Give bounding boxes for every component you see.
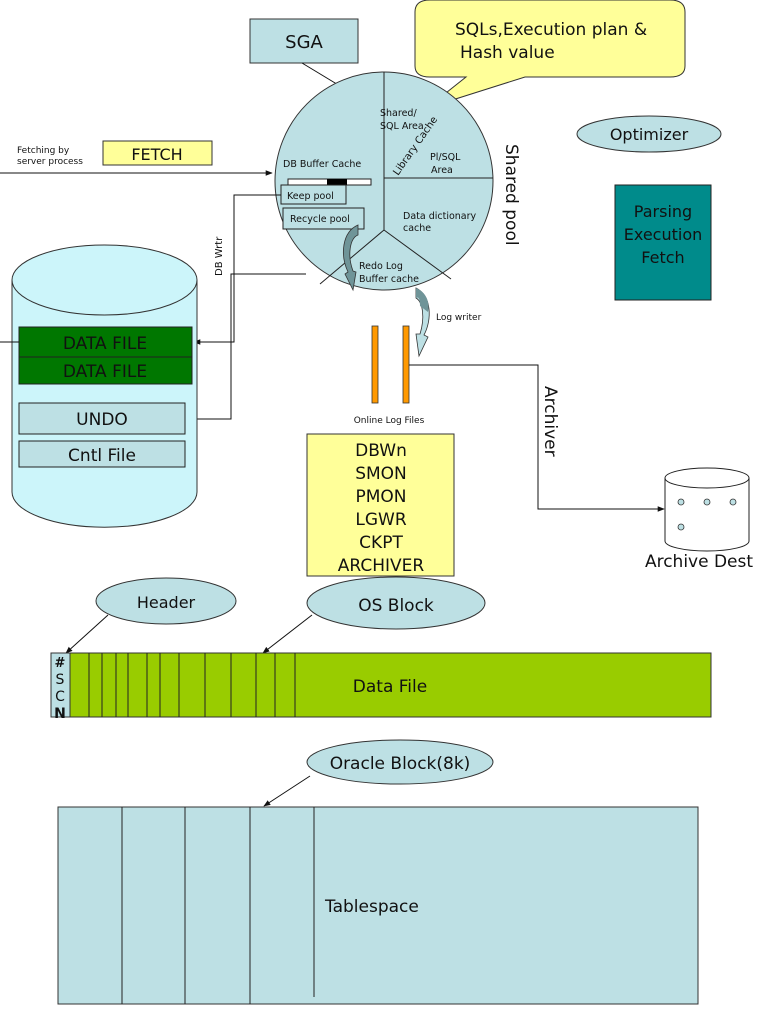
archive-dot (677, 523, 685, 531)
optimizer-label: Optimizer (610, 125, 689, 144)
archive-dot (703, 498, 711, 506)
sga-memory-circle: Shared/ SQL Area Library Cache Pl/SQL Ar… (274, 71, 494, 292)
header-label: Header (137, 593, 196, 612)
scn-header-cell (50, 652, 71, 718)
shared-pool-label: Shared pool (501, 144, 521, 246)
process-lgwr: LGWR (355, 510, 406, 530)
process-pmon: PMON (355, 487, 406, 507)
header-ellipse: Header (95, 577, 237, 625)
scn-char-1: # (55, 656, 66, 671)
process-dbwn: DBWn (355, 441, 407, 461)
process-smon: SMON (355, 464, 407, 484)
data-file-1-label: DATA FILE (63, 334, 147, 354)
control-file-label: Cntl File (68, 446, 136, 466)
background-processes-box: DBWn SMON PMON LGWR CKPT ARCHIVER (306, 433, 455, 577)
teal-line-2: Execution (624, 225, 703, 244)
shared-sql-line1: Shared/ (380, 108, 417, 119)
scn-char-4: N (54, 706, 66, 722)
fetch-box: FETCH (102, 140, 213, 166)
plsql-line1: Pl/SQL (430, 152, 461, 163)
dbwr-to-undo-connector (187, 273, 306, 422)
redo-line2: Buffer cache (359, 274, 419, 285)
oracle-block-label: Oracle Block(8k) (330, 754, 471, 774)
keep-pool-label: Keep pool (287, 191, 334, 202)
database-cylinder: DATA FILE DATA FILE UNDO Cntl File (11, 244, 198, 528)
online-log-file-2 (402, 325, 410, 404)
tablespace-label: Tablespace (324, 897, 419, 917)
undo-box (18, 402, 186, 435)
teal-line-1: Parsing (634, 202, 692, 221)
teal-line-3: Fetch (641, 248, 684, 267)
data-file-1 (18, 326, 193, 358)
fetch-label: FETCH (131, 145, 182, 164)
archive-dot (729, 498, 737, 506)
archiver-label: Archiver (540, 386, 560, 457)
log-writer-label: Log writer (436, 313, 482, 323)
callout-text-line2: Hash value (460, 43, 555, 63)
db-buffer-cache-label: DB Buffer Cache (283, 159, 361, 170)
keep-pool-box: Keep pool (280, 184, 347, 205)
archive-dest-label: Archive Dest (645, 552, 753, 572)
recycle-pool-label: Recycle pool (290, 214, 350, 225)
os-block-arrow (262, 614, 313, 654)
log-writer-arrow-shade (416, 288, 429, 312)
os-block-ellipse: OS Block (306, 576, 486, 630)
oracle-block-ellipse: Oracle Block(8k) (306, 739, 494, 785)
control-file-box (18, 440, 186, 468)
archiver-connector (409, 364, 665, 512)
data-dict-line2: cache (403, 223, 431, 234)
archive-dest-cylinder (664, 467, 750, 552)
redo-line1: Redo Log (359, 261, 403, 272)
sga-box: SGA (249, 18, 359, 64)
fetch-caption-line1: Fetching by (17, 146, 70, 156)
process-archiver: ARCHIVER (338, 556, 425, 576)
divider-redo-left (319, 229, 385, 285)
optimizer-ellipse: Optimizer (576, 115, 722, 153)
os-block-dividers (88, 653, 296, 717)
os-block-label: OS Block (358, 596, 434, 616)
recycle-pool-box: Recycle pool (282, 207, 365, 230)
header-arrow (65, 614, 109, 654)
tablespace: Tablespace (57, 806, 699, 1005)
shared-sql-line2: SQL Area (380, 121, 424, 132)
data-file-2 (18, 356, 193, 385)
dbwr-to-datafile-connector (193, 194, 281, 345)
process-ckpt: CKPT (359, 533, 403, 553)
divider-redo-right (383, 229, 452, 280)
fetch-caption-line2: server process (17, 157, 83, 167)
sga-label: SGA (285, 32, 323, 53)
data-file-bar: # S C N Data File (50, 652, 712, 722)
sql-callout: SQLs,Execution plan & Hash value (414, 0, 686, 109)
callout-text-line1: SQLs,Execution plan & (455, 20, 647, 40)
archive-dot (677, 498, 685, 506)
online-log-file-1 (371, 325, 379, 404)
oracle-block-arrow (263, 775, 311, 807)
online-log-files-label: Online Log Files (354, 416, 425, 426)
scn-char-3: C (55, 689, 65, 705)
tablespace-shape (57, 806, 699, 1005)
data-file-bar-label: Data File (353, 677, 427, 697)
callout-shape (414, 0, 686, 109)
scn-char-2: S (56, 672, 65, 688)
undo-label: UNDO (76, 410, 128, 430)
parse-exec-fetch-box: Parsing Execution Fetch (614, 184, 712, 301)
recycle-to-redo-arrow-icon (343, 224, 359, 292)
data-dict-line1: Data dictionary (403, 211, 477, 222)
buffer-bar-fill (327, 179, 347, 185)
data-file-2-label: DATA FILE (63, 362, 147, 382)
plsql-line2: Area (431, 165, 453, 176)
data-file-bar-shape (50, 652, 712, 718)
db-writer-label: DB Wrtr (214, 236, 225, 276)
